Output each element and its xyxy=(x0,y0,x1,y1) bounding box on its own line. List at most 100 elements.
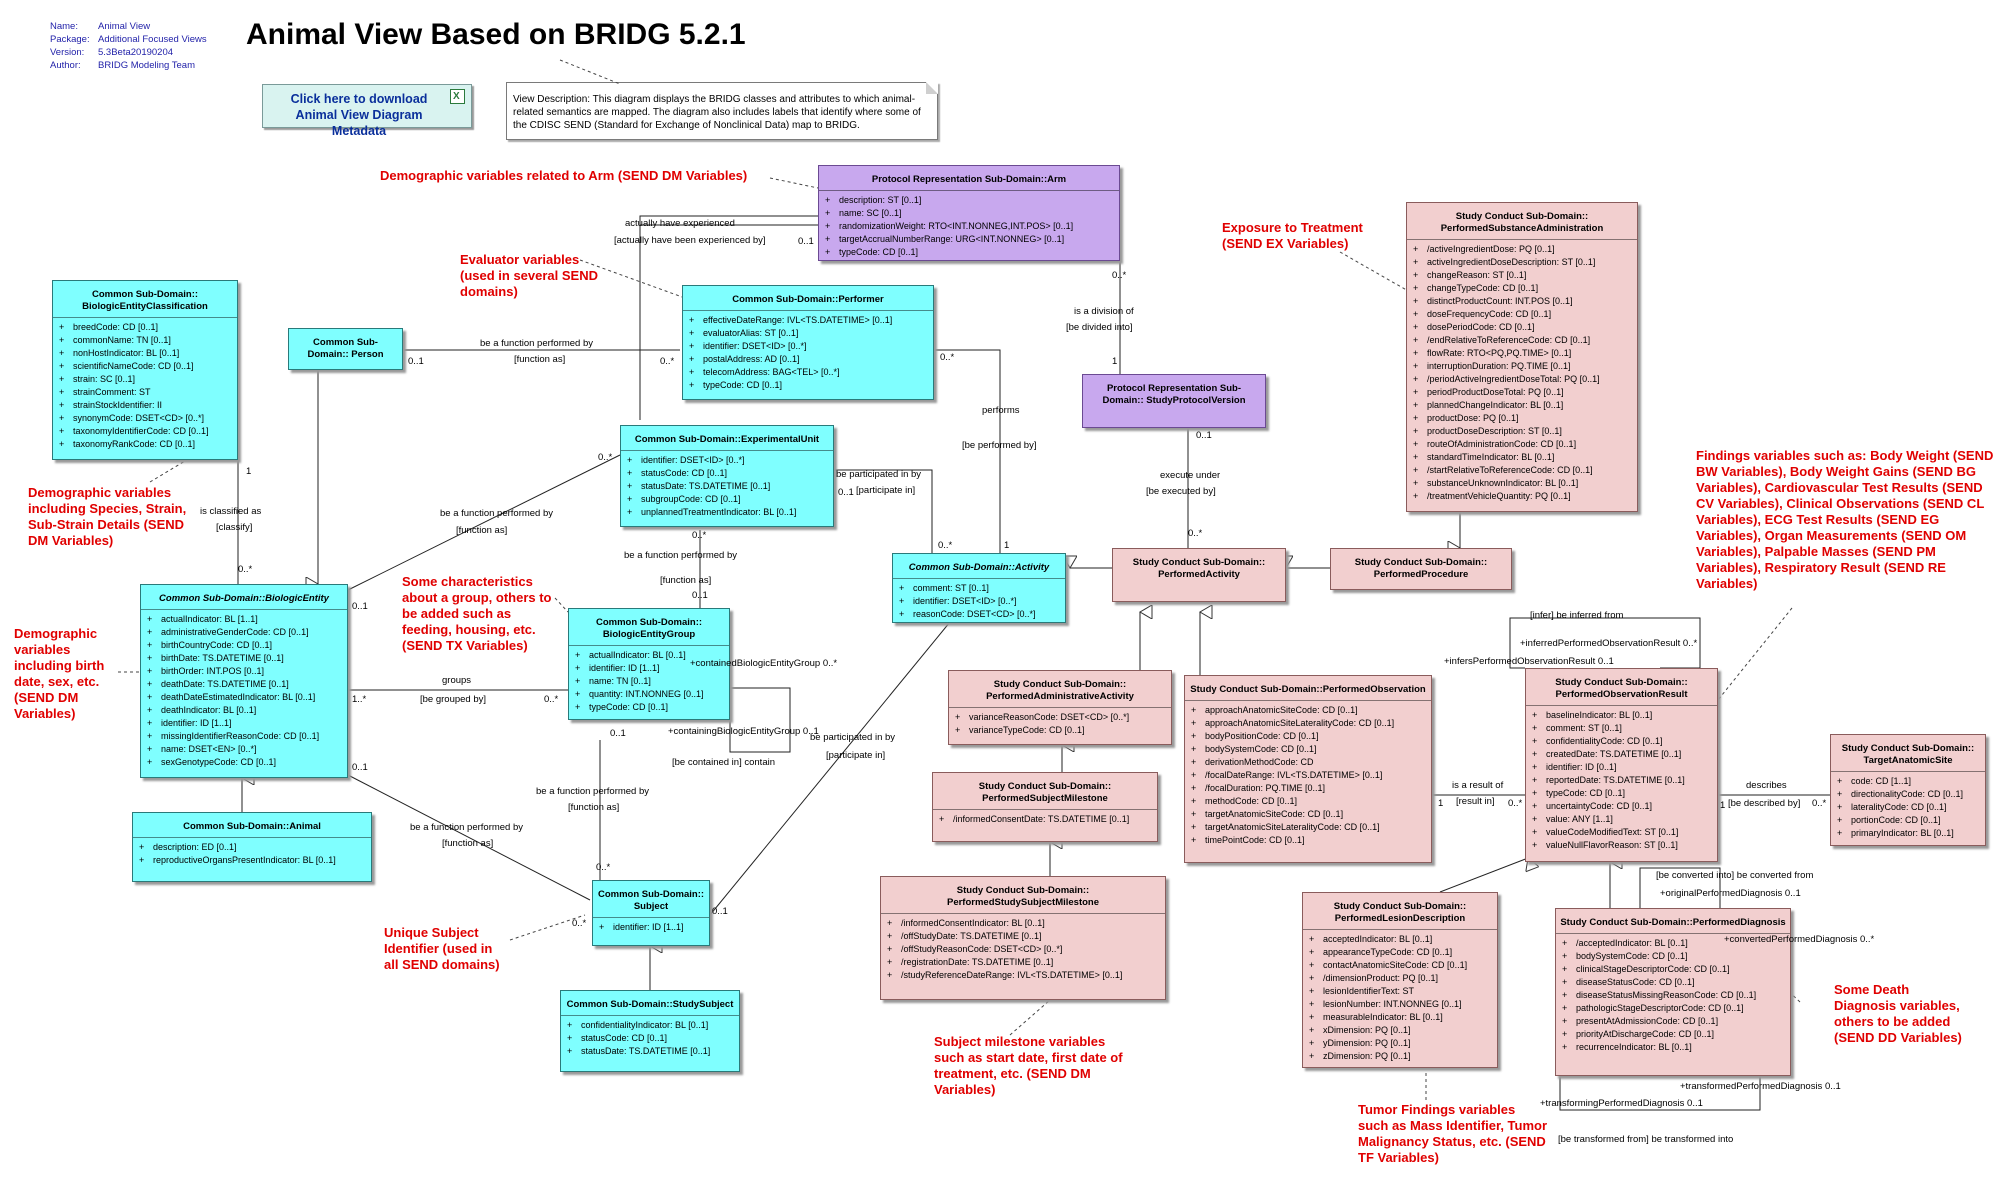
attr: targetAnatomicSiteCode: CD [0..1] xyxy=(1191,808,1427,821)
leader-arm-demo xyxy=(769,177,819,189)
attr: commonName: TN [0..1] xyxy=(59,334,233,347)
link-multiplicity: 1..* xyxy=(352,694,367,705)
class-animal[interactable]: Common Sub-Domain::Animal description: E… xyxy=(132,812,372,882)
attr: portionCode: CD [0..1] xyxy=(1837,814,1981,827)
link-label: be a function performed by xyxy=(536,786,650,797)
annotation-exposure: Exposure to Treatment (SEND EX Variables… xyxy=(1222,220,1363,251)
link-role: +inferredPerformedObservationResult 0..* xyxy=(1520,638,1698,649)
class-subject[interactable]: Common Sub-Domain:: Subject identifier: … xyxy=(592,880,710,946)
class-performed-subject-milestone[interactable]: Study Conduct Sub-Domain:: PerformedSubj… xyxy=(932,772,1158,842)
class-eu-title: Common Sub-Domain::ExperimentalUnit xyxy=(634,434,820,445)
attr: pathologicStageDescriptorCode: CD [0..1] xyxy=(1562,1002,1786,1015)
link-label: performs xyxy=(982,405,1020,416)
meta-package: Additional Focused Views xyxy=(98,34,207,45)
class-person[interactable]: Common Sub-Domain:: Person xyxy=(288,328,403,370)
attr: yDimension: PQ [0..1] xyxy=(1309,1037,1493,1050)
link-multiplicity: 0..* xyxy=(1508,798,1523,809)
link-label: describes xyxy=(1746,780,1787,791)
attr: scientificNameCode: CD [0..1] xyxy=(59,360,233,373)
attr: statusCode: CD [0..1] xyxy=(567,1032,735,1045)
class-arm-title: Protocol Representation Sub-Domain::Arm xyxy=(871,174,1067,185)
meta-author-key: Author: xyxy=(50,60,81,71)
class-experimental-unit[interactable]: Common Sub-Domain::ExperimentalUnit iden… xyxy=(620,425,834,527)
attr: comment: ST [0..1] xyxy=(1532,722,1713,735)
attr: derivationMethodCode: CD xyxy=(1191,756,1427,769)
attr: /studyReferenceDateRange: IVL<TS.DATETIM… xyxy=(887,969,1161,982)
class-performed-observation[interactable]: Study Conduct Sub-Domain::PerformedObser… xyxy=(1184,675,1432,863)
link-label: [be transformed from] be transformed int… xyxy=(1558,1134,1734,1145)
class-biologic-entity-group[interactable]: Common Sub-Domain:: BiologicEntityGroup … xyxy=(568,608,730,720)
link-eu-be xyxy=(347,454,621,591)
attr: breedCode: CD [0..1] xyxy=(59,321,233,334)
attr: targetAnatomicSiteLateralityCode: CD [0.… xyxy=(1191,821,1427,834)
attr: identifier: DSET<ID> [0..*] xyxy=(627,454,829,467)
attr: bodySystemCode: CD [0..1] xyxy=(1562,950,1786,963)
class-target-anatomic-site[interactable]: Study Conduct Sub-Domain:: TargetAnatomi… xyxy=(1830,734,1986,846)
annotation-unique-subject: Unique Subject Identifier (used in all S… xyxy=(384,925,500,972)
attr: comment: ST [0..1] xyxy=(899,582,1061,595)
attr: xDimension: PQ [0..1] xyxy=(1309,1024,1493,1037)
annotation-species-strain: Demographic variables including Species,… xyxy=(28,485,187,548)
link-pd-converted xyxy=(1639,867,1721,908)
class-biologic-entity-classification[interactable]: Common Sub-Domain:: BiologicEntityClassi… xyxy=(52,280,238,460)
link-multiplicity: 0..* xyxy=(544,694,559,705)
class-po-title: Study Conduct Sub-Domain::PerformedObser… xyxy=(1190,684,1426,695)
attr: taxonomyRankCode: CD [0..1] xyxy=(59,438,233,451)
class-person-title: Common Sub-Domain:: Person xyxy=(307,337,384,360)
class-study-subject[interactable]: Common Sub-Domain::StudySubject confiden… xyxy=(560,990,740,1072)
class-activity[interactable]: Common Sub-Domain::Activity comment: ST … xyxy=(892,553,1066,623)
class-pd-title: Study Conduct Sub-Domain::PerformedDiagn… xyxy=(1560,917,1786,928)
class-performed-diagnosis[interactable]: Study Conduct Sub-Domain::PerformedDiagn… xyxy=(1555,908,1791,1076)
link-label: [infer] be inferred from xyxy=(1530,610,1624,621)
attr: strainStockIdentifier: II xyxy=(59,399,233,412)
meta-name-key: Name: xyxy=(50,21,78,32)
attr: zDimension: PQ [0..1] xyxy=(1309,1050,1493,1063)
link-multiplicity: 0..* xyxy=(692,530,707,541)
link-label: be a function performed by xyxy=(410,822,524,833)
attr: standardTimeIndicator: BL [0..1] xyxy=(1413,451,1633,464)
class-pp-title: Study Conduct Sub-Domain:: PerformedProc… xyxy=(1354,557,1488,580)
link-multiplicity: 1 xyxy=(1112,356,1118,367)
class-subject-title: Common Sub-Domain:: Subject xyxy=(597,889,705,912)
attr: birthCountryCode: CD [0..1] xyxy=(147,639,343,652)
annotation-milestone: Subject milestone variables such as star… xyxy=(934,1034,1123,1097)
class-performed-activity[interactable]: Study Conduct Sub-Domain:: PerformedActi… xyxy=(1112,548,1286,602)
class-study-protocol-version[interactable]: Protocol Representation Sub-Domain:: Stu… xyxy=(1082,374,1266,428)
class-performed-observation-result[interactable]: Study Conduct Sub-Domain:: PerformedObse… xyxy=(1525,668,1718,862)
class-biologic-entity[interactable]: Common Sub-Domain::BiologicEntity actual… xyxy=(140,584,348,778)
attr: statusDate: TS.DATETIME [0..1] xyxy=(567,1045,735,1058)
link-label: [function as] xyxy=(660,575,712,586)
class-performed-lesion-description[interactable]: Study Conduct Sub-Domain:: PerformedLesi… xyxy=(1302,892,1498,1068)
class-tas-title: Study Conduct Sub-Domain:: TargetAnatomi… xyxy=(1841,743,1975,766)
class-performer[interactable]: Common Sub-Domain::Performer effectiveDa… xyxy=(682,285,934,400)
download-metadata-button[interactable]: Click here to download Animal View Diagr… xyxy=(262,84,472,138)
attr: diseaseStatusCode: CD [0..1] xyxy=(1562,976,1786,989)
link-label: [classify] xyxy=(216,522,253,533)
class-performed-procedure[interactable]: Study Conduct Sub-Domain:: PerformedProc… xyxy=(1330,548,1512,590)
class-ss-title: Common Sub-Domain::StudySubject xyxy=(566,999,734,1010)
class-performed-study-subject-milestone[interactable]: Study Conduct Sub-Domain:: PerformedStud… xyxy=(880,876,1166,1000)
link-label: be a function performed by xyxy=(624,550,738,561)
attr: measurableIndicator: BL [0..1] xyxy=(1309,1011,1493,1024)
class-performed-administrative-activity[interactable]: Study Conduct Sub-Domain:: PerformedAdmi… xyxy=(948,670,1172,745)
attr: typeCode: CD [0..1] xyxy=(689,379,929,392)
class-arm[interactable]: Protocol Representation Sub-Domain::Arm … xyxy=(818,165,1120,261)
attr: /informedConsentDate: TS.DATETIME [0..1] xyxy=(939,813,1153,826)
link-eu-activity xyxy=(834,469,933,553)
link-role: +containedBiologicEntityGroup 0..* xyxy=(690,658,838,669)
attr: distinctProductCount: INT.POS [0..1] xyxy=(1413,295,1633,308)
annotation-birth-sex: Demographic variables including birth da… xyxy=(14,626,105,721)
attr: targetAccrualNumberRange: URG<INT.NONNEG… xyxy=(825,233,1115,246)
leader-unique xyxy=(509,914,586,941)
class-psm-title: Study Conduct Sub-Domain:: PerformedSubj… xyxy=(978,781,1112,804)
class-performed-substance-administration[interactable]: Study Conduct Sub-Domain:: PerformedSubs… xyxy=(1406,202,1638,512)
attr: /treatmentVehicleQuantity: PQ [0..1] xyxy=(1413,490,1633,503)
excel-file-icon xyxy=(450,89,465,105)
attr: /periodActiveIngredientDoseTotal: PQ [0.… xyxy=(1413,373,1633,386)
attr: contactAnatomicSiteCode: CD [0..1] xyxy=(1309,959,1493,972)
attr: valueCodeModifiedText: ST [0..1] xyxy=(1532,826,1713,839)
link-multiplicity: 0..* xyxy=(1812,798,1827,809)
class-paa-title: Study Conduct Sub-Domain:: PerformedAdmi… xyxy=(986,679,1134,702)
attr: acceptedIndicator: BL [0..1] xyxy=(1309,933,1493,946)
link-pd-transform xyxy=(1559,1076,1761,1111)
